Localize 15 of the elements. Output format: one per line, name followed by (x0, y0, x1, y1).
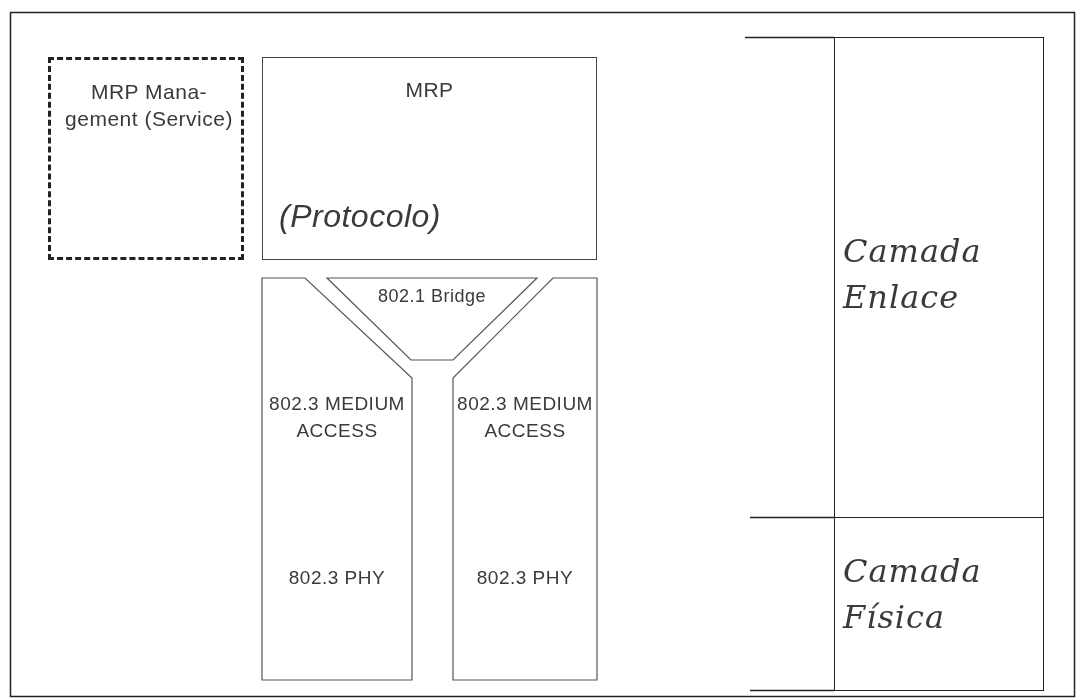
box-label: MRP (404, 77, 455, 103)
box-label: 802.3 PHY (287, 566, 387, 590)
box-label: MRP Mana- gement (Service) (64, 79, 234, 132)
box-label: 802.3 MEDIUM ACCESS (268, 392, 406, 443)
layer-cell (834, 37, 1044, 518)
trapezoid-shape (327, 278, 537, 360)
process-box (262, 57, 597, 260)
box-label: 802.1 Bridge (376, 285, 488, 308)
box-label: Camada Enlace (843, 231, 983, 318)
box-label: (Protocolo) (279, 197, 442, 236)
box-label: 802.3 MEDIUM ACCESS (456, 392, 594, 443)
layer-cell (834, 517, 1044, 691)
box-label: Camada Física (843, 551, 983, 638)
box-label: 802.3 PHY (475, 566, 575, 590)
dashed-box (48, 57, 244, 260)
